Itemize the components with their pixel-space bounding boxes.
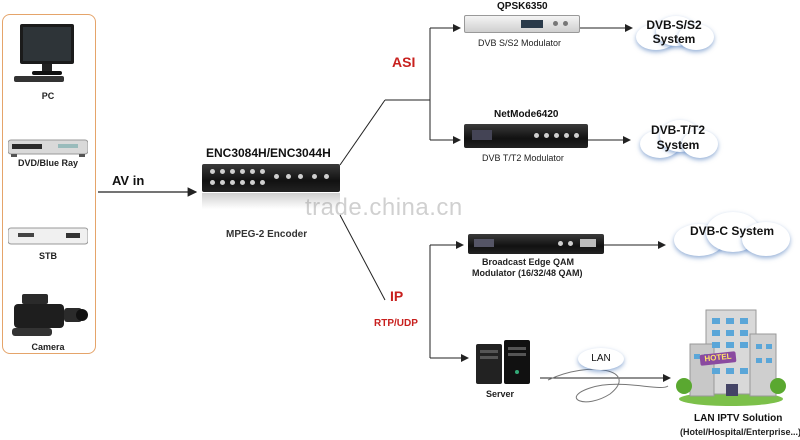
watermark: trade.china.cn — [305, 194, 463, 222]
dvb-s-cloud: DVB-S/S2 System — [632, 12, 716, 52]
qam-caption-line2: Modulator (16/32/48 QAM) — [472, 268, 583, 278]
qam-caption-line1: Broadcast Edge QAM — [482, 257, 574, 267]
source-label-pc: PC — [10, 91, 86, 101]
iptv-subtitle: (Hotel/Hospital/Enterprise...) — [680, 427, 800, 437]
encoder-to-asi-line — [340, 100, 385, 165]
netmode-device — [464, 124, 588, 148]
pc-monitor-icon — [14, 24, 78, 82]
av-in-label: AV in — [112, 173, 144, 188]
qpsk-title: QPSK6350 — [497, 1, 548, 12]
encoder-to-ip-line — [340, 215, 385, 300]
asi-label: ASI — [392, 54, 415, 70]
dvb-t-cloud-line2: System — [636, 138, 720, 152]
dvb-c-cloud: DVB-C System — [672, 208, 792, 260]
encoder-caption: MPEG-2 Encoder — [226, 229, 307, 240]
server-caption: Server — [486, 389, 514, 399]
source-label-camera: Camera — [8, 342, 88, 352]
lan-label: LAN — [578, 352, 624, 366]
iptv-title: LAN IPTV Solution — [694, 413, 782, 424]
lan-bubble: LAN — [578, 348, 624, 372]
dvd-player-icon — [8, 136, 88, 158]
source-label-stb: STB — [8, 251, 88, 261]
set-top-box-icon — [8, 224, 88, 246]
netmode-title: NetMode6420 — [494, 109, 558, 120]
qam-device — [468, 234, 604, 254]
ip-label: IP — [390, 288, 403, 304]
encoder-device — [202, 164, 340, 192]
encoder-title: ENC3084H/ENC3044H — [206, 146, 331, 160]
dvb-s-cloud-line1: DVB-S/S2 — [632, 18, 716, 32]
source-label-dvd: DVD/Blue Ray — [8, 158, 88, 168]
dvb-c-cloud-text: DVB-C System — [672, 224, 792, 238]
dvb-t-cloud-line1: DVB-T/T2 — [636, 123, 720, 137]
video-camera-icon — [10, 290, 88, 340]
netmode-caption: DVB T/T2 Modulator — [482, 153, 564, 163]
qpsk-caption: DVB S/S2 Modulator — [478, 38, 561, 48]
qpsk-device — [464, 15, 580, 33]
rtp-udp-label: RTP/UDP — [374, 318, 418, 329]
lan-cable — [548, 369, 668, 401]
server-icon — [474, 338, 534, 386]
dvb-t-cloud: DVB-T/T2 System — [636, 118, 720, 160]
dvb-s-cloud-line2: System — [632, 32, 716, 46]
